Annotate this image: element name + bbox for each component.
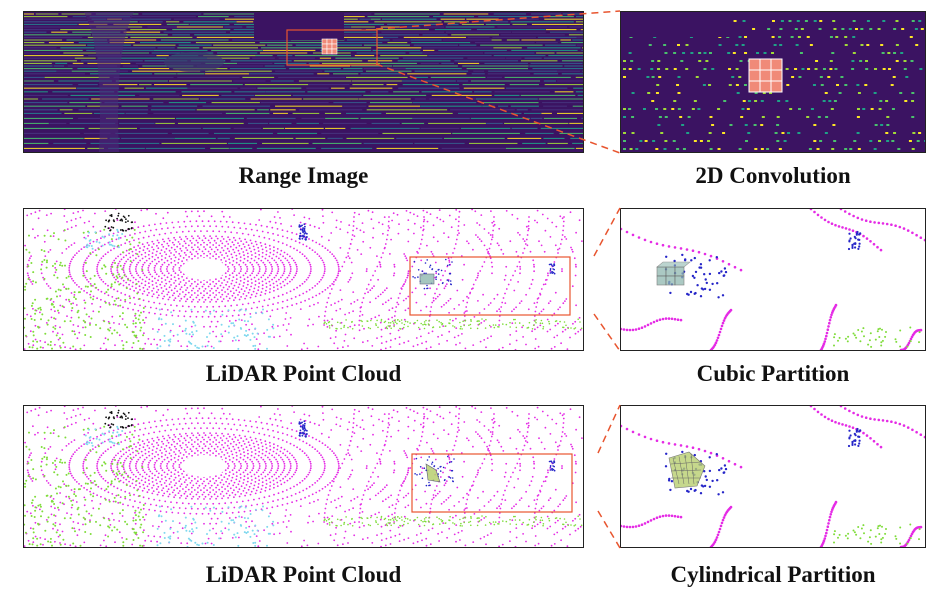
conv-kernel [748, 58, 783, 93]
range-zoom-box [286, 29, 378, 66]
range-image-caption: Range Image [238, 163, 369, 188]
vegetation-points [24, 425, 583, 547]
connector-line [593, 313, 621, 352]
road-points [24, 406, 583, 547]
point-cloud-panel-cylindrical [23, 405, 584, 548]
building-points [104, 212, 134, 232]
cylindrical-zoom-panel [620, 405, 926, 548]
cylindrical-caption: Cylindrical Partition [670, 562, 876, 587]
car-points [298, 420, 556, 487]
sidewalk-points [84, 425, 275, 547]
point-cloud-caption-2: LiDAR Point Cloud [205, 562, 402, 587]
vegetation-points [24, 228, 583, 350]
zoom-vegetation-points [833, 523, 921, 545]
car-points [298, 223, 556, 290]
cubic-zoom-image [621, 209, 925, 350]
point-cloud-zoom-box [409, 256, 571, 316]
sidewalk-points [84, 228, 275, 350]
cubic-caption: Cubic Partition [696, 361, 850, 386]
conv-zoom-panel [620, 11, 926, 153]
connector-line [597, 404, 621, 454]
point-cloud-zoom-box [411, 453, 573, 513]
zoom-vegetation-points [833, 326, 921, 348]
range-image-panel [23, 11, 584, 153]
range-image [24, 12, 583, 152]
road-points [24, 209, 583, 350]
conv-kernel-small [321, 38, 338, 55]
conv-caption: 2D Convolution [695, 163, 851, 188]
cylindrical-voxel [668, 451, 706, 489]
cubic-voxel-small [419, 273, 435, 285]
building-points [104, 409, 134, 429]
cubic-voxel [656, 261, 691, 286]
cubic-zoom-panel [620, 208, 926, 351]
point-cloud-image-cubic [24, 209, 583, 350]
connector-line [597, 510, 621, 549]
cylindrical-zoom-image [621, 406, 925, 547]
point-cloud-panel-cubic [23, 208, 584, 351]
point-cloud-caption-1: LiDAR Point Cloud [205, 361, 402, 386]
cylindrical-voxel-small [425, 463, 441, 483]
point-cloud-image-cylindrical [24, 406, 583, 547]
zoom-road-points [621, 209, 925, 350]
connector-line [593, 207, 621, 257]
conv-zoom-image [621, 12, 925, 152]
